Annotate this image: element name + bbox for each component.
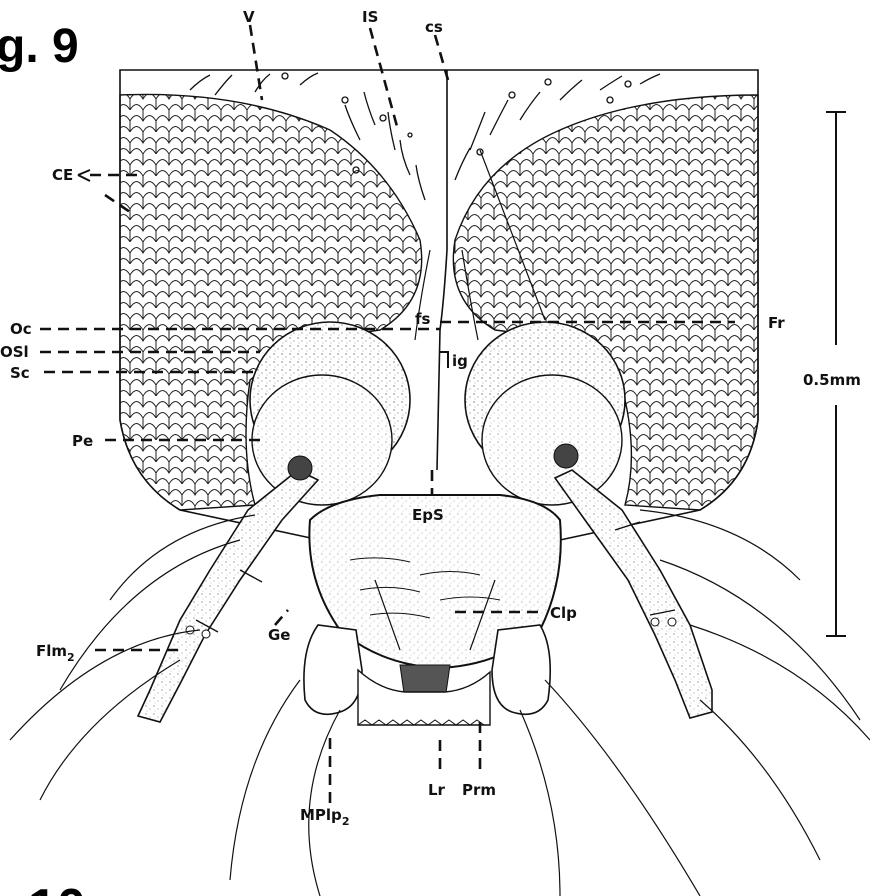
- label-mplp-subscript: 2: [342, 815, 350, 828]
- figure-title: g. 9: [0, 20, 79, 73]
- right-maxillary-palp: [492, 625, 550, 714]
- label-fr: Fr: [768, 314, 785, 332]
- label-mplp-main: MPlp: [300, 806, 342, 824]
- head-capsule: [120, 70, 758, 550]
- label-mplp: MPlp2: [300, 806, 349, 828]
- scale-bar: 0.5mm: [803, 112, 861, 636]
- label-osl: OSl: [0, 343, 29, 361]
- label-cs: cs: [425, 18, 443, 36]
- label-oc: Oc: [10, 320, 32, 338]
- label-flm-subscript: 2: [67, 651, 75, 664]
- label-ge: Ge: [268, 626, 291, 644]
- label-sc: Sc: [10, 364, 30, 382]
- ce-arrow-icon: [78, 170, 90, 181]
- next-figure-fragment: 10: [28, 879, 86, 896]
- left-maxillary-palp: [304, 625, 362, 714]
- label-flm: Flm2: [36, 642, 75, 664]
- label-eps: EpS: [412, 506, 444, 524]
- label-ig: ig: [452, 352, 468, 370]
- label-ce: CE: [52, 166, 73, 184]
- label-flm-main: Flm: [36, 642, 67, 660]
- label-pe: Pe: [72, 432, 93, 450]
- label-v: V: [243, 8, 255, 26]
- scale-bar-label: 0.5mm: [803, 371, 861, 389]
- label-prm: Prm: [462, 781, 496, 799]
- label-lr: Lr: [428, 781, 446, 799]
- label-fs: fs: [415, 310, 431, 328]
- label-is: IS: [362, 8, 378, 26]
- label-clp: Clp: [550, 604, 577, 622]
